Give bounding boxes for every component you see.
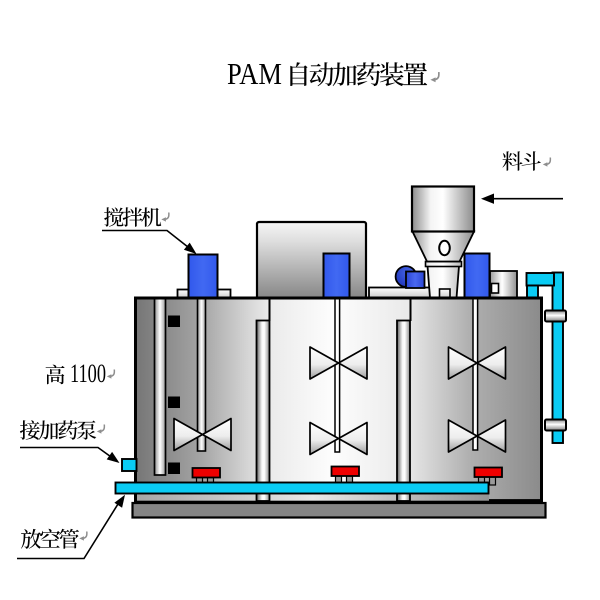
svg-text:1100: 1100 (70, 359, 106, 388)
svg-text:PAM: PAM (227, 56, 282, 91)
